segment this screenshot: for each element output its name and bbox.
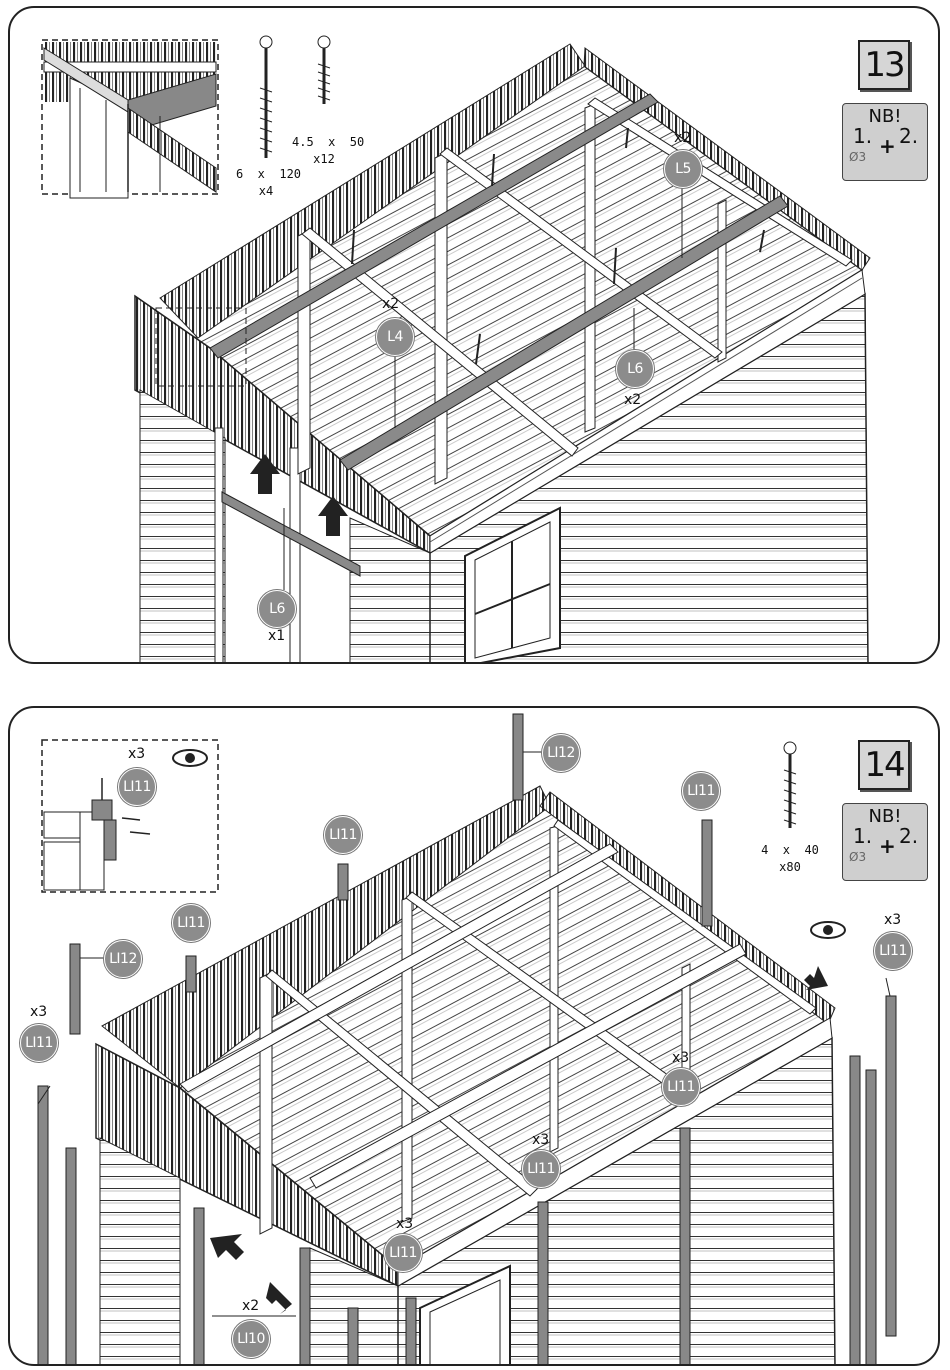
screw-size: 4.5 x 50 — [292, 135, 364, 149]
nb-plus: + — [879, 834, 896, 858]
screw-6x120-icon — [260, 36, 272, 158]
eye-icon — [811, 922, 845, 938]
part-quantity: x2 — [382, 296, 399, 312]
part-badge-li11: LI11 — [662, 1068, 700, 1106]
nb-drill-diameter: Ø3 — [849, 850, 866, 864]
screw-size: 6 x 120 — [236, 167, 301, 181]
part-quantity: x3 — [532, 1132, 549, 1148]
part-badge-l4: L4 — [376, 318, 414, 356]
part-badge-li11: LI11 — [324, 816, 362, 854]
nb-drill-diameter: Ø3 — [849, 150, 866, 164]
nb-step-one: 1. — [853, 824, 872, 848]
part-badge-l6: L6 — [258, 590, 296, 628]
part-quantity: x3 — [884, 912, 901, 928]
part-badge-li11: LI11 — [172, 904, 210, 942]
part-quantity: x3 — [672, 1050, 689, 1066]
part-badge-li11: LI11 — [682, 772, 720, 810]
screw-4x40-icon — [784, 742, 796, 828]
part-badge-li11: LI11 — [118, 768, 156, 806]
part-badge-li10: LI10 — [232, 1320, 270, 1358]
screw-count: x80 — [779, 860, 801, 874]
detail-inset — [42, 40, 218, 198]
detail-quantity: x3 — [128, 746, 145, 762]
part-badge-li11: LI11 — [874, 932, 912, 970]
screw-4.5x50-icon — [318, 36, 330, 104]
detail-inset — [42, 740, 218, 892]
part-quantity: x2 — [624, 392, 641, 408]
eye-icon — [173, 750, 207, 766]
step-number: 14 — [858, 740, 910, 790]
screw-size-label: 4 x 40 x80 — [756, 842, 824, 876]
part-badge-l5: L5 — [664, 150, 702, 188]
nb-plus: + — [879, 134, 896, 158]
nb-predrill-note: NB! 1. + 2. Ø3 — [842, 803, 928, 881]
step-14-illustration — [10, 708, 940, 1366]
screw-count: x4 — [259, 184, 273, 198]
nb-step-two: 2. — [899, 124, 918, 148]
part-quantity: x2 — [674, 130, 691, 146]
part-badge-li12: LI12 — [542, 734, 580, 772]
nb-step-two: 2. — [899, 824, 918, 848]
part-quantity: x1 — [268, 628, 285, 644]
part-quantity: x3 — [396, 1216, 413, 1232]
part-quantity: x3 — [30, 1004, 47, 1020]
screw-size: 4 x 40 — [761, 843, 819, 857]
screw-count: x12 — [313, 152, 335, 166]
part-quantity: x2 — [242, 1298, 259, 1314]
step-13-illustration — [10, 8, 940, 664]
part-badge-li11: LI11 — [384, 1234, 422, 1272]
nb-predrill-note: NB! 1. + 2. Ø3 — [842, 103, 928, 181]
step-14-panel: 14 NB! 1. + 2. Ø3 4 x 40 x80 x3 LI11 LI12… — [8, 706, 940, 1366]
part-badge-li11: LI11 — [522, 1150, 560, 1188]
part-badge-li12: LI12 — [104, 940, 142, 978]
part-badge-li11: LI11 — [20, 1024, 58, 1062]
part-badge-l6: L6 — [616, 350, 654, 388]
step-number: 13 — [858, 40, 910, 90]
nb-step-one: 1. — [853, 124, 872, 148]
